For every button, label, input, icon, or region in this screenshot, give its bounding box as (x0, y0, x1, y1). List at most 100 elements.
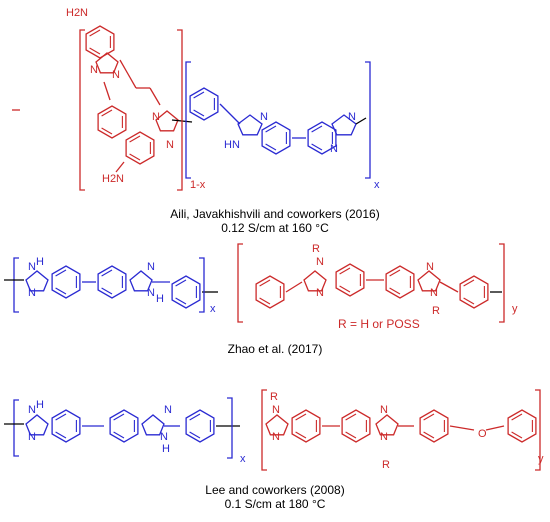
imidazole-ring (417, 270, 441, 292)
atom-label: H (36, 399, 44, 411)
double-bond (265, 125, 277, 133)
bond (149, 87, 161, 106)
atom-label: N (316, 256, 324, 268)
r-group-note-2: R = H or POSS (338, 317, 420, 331)
caption-structure-1-conductivity: 0.12 S/cm at 160 °C (221, 221, 329, 235)
double-bond (339, 267, 351, 275)
benzene-ring (125, 131, 155, 165)
double-bond (511, 431, 523, 439)
imidazole-ring (375, 414, 399, 436)
benzene-ring (385, 265, 415, 299)
subscript-x-1: x (374, 179, 380, 191)
double-bond (423, 431, 435, 439)
benzene-ring (261, 121, 291, 155)
atom-label: H (162, 443, 170, 455)
benzene-ring (255, 275, 285, 309)
double-bond (101, 109, 113, 117)
subscript-x-2: x (210, 303, 216, 315)
imidazole-ring (303, 270, 327, 292)
bond (119, 59, 137, 89)
atom-label: N (430, 287, 438, 299)
benzene-ring (335, 263, 365, 297)
double-bond (189, 431, 201, 439)
atom-label: N (164, 404, 172, 416)
double-bond (129, 135, 141, 143)
atom-label: H (36, 256, 44, 268)
subscript-1-x: 1-x (190, 179, 206, 191)
double-bond (193, 91, 205, 99)
double-bond (89, 29, 101, 37)
double-bond (129, 153, 141, 161)
double-bond (423, 413, 435, 421)
nh2-label-bottom: H2N (102, 173, 124, 185)
double-bond (189, 413, 201, 421)
atom-label: N (348, 111, 356, 123)
benzene-ring (85, 25, 115, 59)
benzene-ring (51, 409, 81, 443)
atom-label: N (28, 287, 36, 299)
atom-label: N (147, 261, 155, 273)
atom-label: R (382, 459, 390, 471)
atom-label: N (260, 111, 268, 123)
double-bond (295, 431, 307, 439)
double-bond (175, 297, 187, 305)
double-bond (175, 279, 187, 287)
bracket-right-1 (177, 29, 183, 191)
bond (219, 103, 241, 125)
caption-structure-3-authors: Lee and coworkers (2008) (205, 483, 345, 497)
bracket-right-5 (227, 397, 233, 459)
imidazole-ring (265, 414, 289, 436)
benzene-ring (459, 275, 489, 309)
double-bond (339, 285, 351, 293)
atom-label: N (112, 69, 120, 81)
bond (449, 425, 475, 431)
bracket-right-2 (365, 61, 371, 179)
benzene-ring (189, 87, 219, 121)
bracket-left-4 (237, 243, 243, 323)
atom-label: HN (224, 139, 240, 151)
double-bond (101, 269, 113, 277)
double-bond (389, 287, 401, 295)
benzene-ring (97, 265, 127, 299)
benzene-ring (185, 409, 215, 443)
double-bond (345, 413, 357, 421)
double-bond (55, 287, 67, 295)
benzene-ring (307, 121, 337, 155)
double-bond (511, 413, 523, 421)
double-bond (259, 297, 271, 305)
atom-label: R (432, 305, 440, 317)
bond (439, 281, 459, 293)
double-bond (345, 431, 357, 439)
bracket-left-1 (79, 29, 85, 191)
double-bond (113, 431, 125, 439)
atom-label: H (156, 293, 164, 305)
double-bond (55, 431, 67, 439)
benzene-ring (419, 409, 449, 443)
bond (115, 161, 125, 173)
atom-label: N (28, 431, 36, 443)
atom-label-layer: H2N H2N 1-x x N N N N N N HN N x y R = H… (28, 7, 544, 471)
atom-label: N (160, 431, 168, 443)
bracket-left-2 (185, 61, 191, 179)
double-bond (463, 279, 475, 287)
benzene-ring (341, 409, 371, 443)
bond-layer (4, 25, 541, 471)
atom-label: N (426, 261, 434, 273)
atom-label: N (316, 287, 324, 299)
double-bond (55, 413, 67, 421)
bracket-left-6 (261, 389, 267, 471)
imidazole-ring (237, 114, 263, 136)
atom-label: R (270, 391, 278, 403)
double-bond (101, 127, 113, 135)
subscript-y-3: y (538, 453, 544, 465)
double-bond (311, 125, 323, 133)
atom-label: N (272, 404, 280, 416)
double-bond (265, 143, 277, 151)
benzene-ring (109, 409, 139, 443)
imidazole-ring (331, 114, 357, 136)
imidazole-ring (95, 52, 119, 74)
atom-label: N (166, 139, 174, 151)
benzene-ring (291, 409, 321, 443)
bracket-right-3 (199, 257, 205, 313)
